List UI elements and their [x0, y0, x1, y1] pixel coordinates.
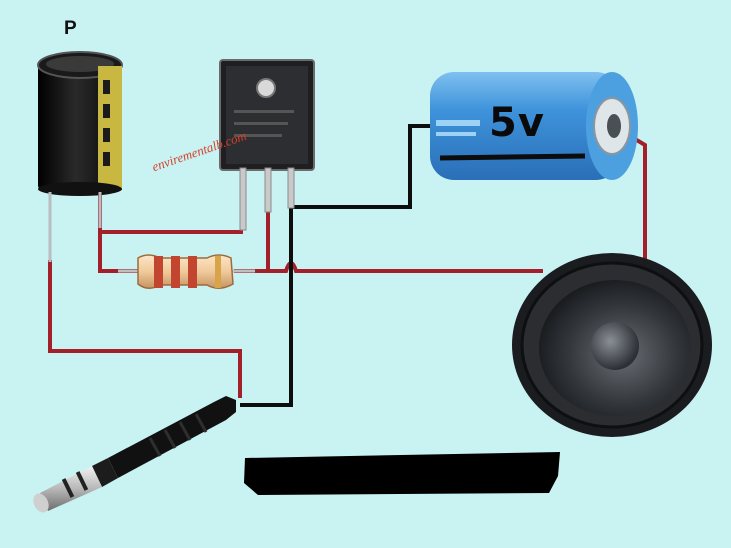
battery-label: 5v	[489, 100, 545, 146]
wire-resistor-to-speaker	[234, 261, 543, 273]
capacitor-label: P	[64, 18, 77, 39]
wire-cap-to-jack	[48, 260, 242, 398]
speaker	[512, 253, 712, 437]
transistor	[219, 59, 315, 231]
capacitor	[37, 51, 123, 262]
wire-ground-to-jack	[240, 207, 293, 407]
audio-jack	[33, 396, 236, 513]
redaction-mark	[244, 452, 560, 495]
battery	[430, 72, 638, 180]
resistor	[118, 254, 255, 289]
wire-cap-right-lead	[98, 195, 243, 234]
